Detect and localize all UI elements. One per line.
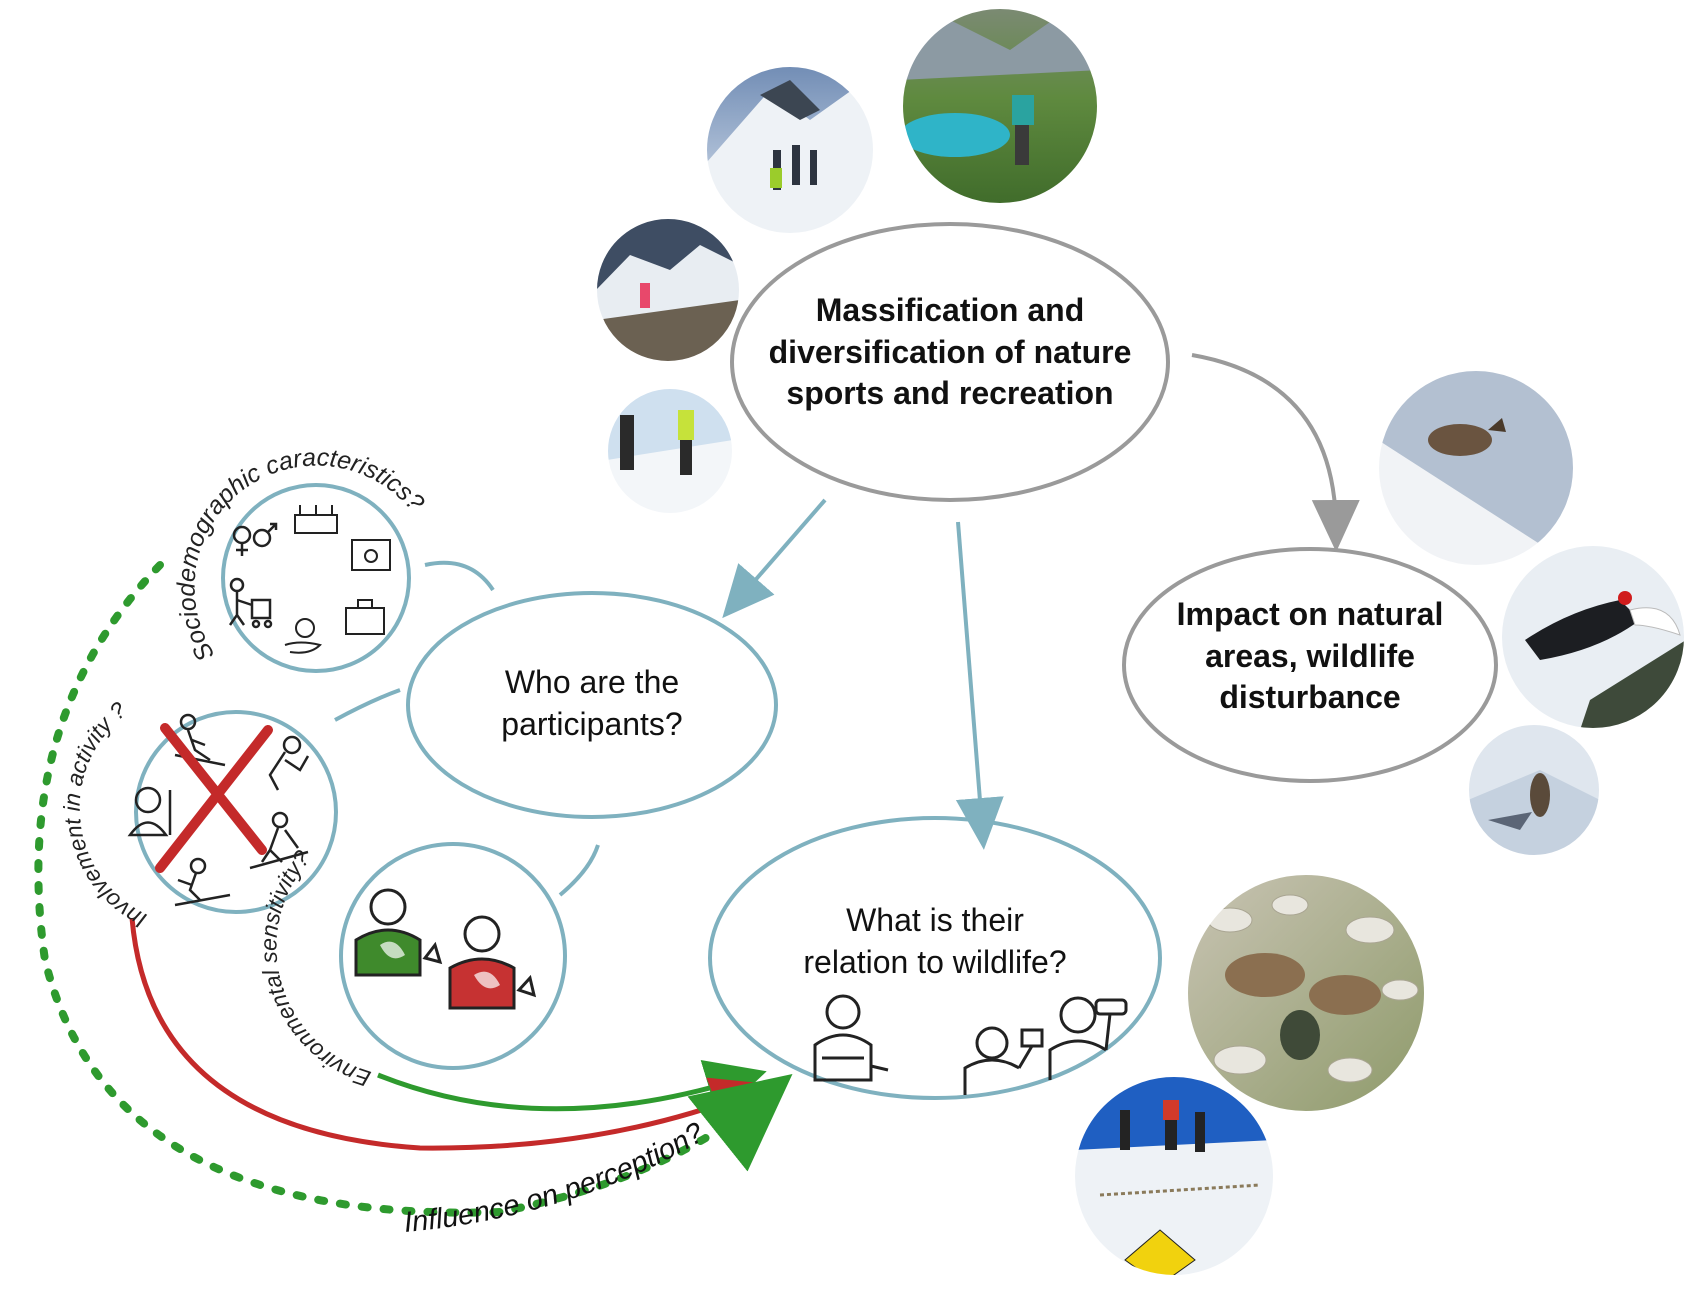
impact-label: Impact on natural areas, wildlife distur… [1150,594,1470,719]
participants-label: Who are the participants? [452,662,732,745]
arrow-massification-to-impact [1191,353,1360,552]
red-solid-arrow [129,917,774,1151]
arrow-massification-to-participants [722,498,827,619]
participants-ellipse [406,591,778,819]
birthday-cake-icon [294,505,338,534]
hiking-icon [249,811,309,870]
ski-tourers-sign-photo [1074,1076,1274,1276]
briefcase-icon [345,599,385,635]
ski-mountaineer-icon [127,786,172,837]
impact-line-3: disturbance [1219,679,1401,716]
downhill-skiing-icon [174,857,231,907]
chamois-snow-photo [1468,724,1600,856]
connector-environmental [558,844,600,897]
impact-ellipse [1122,547,1498,783]
red-cross-mark [155,723,273,873]
relation-line-2: relation to wildlife? [803,943,1067,980]
trail-running-photo [596,218,740,362]
red-person-icon [448,915,537,1010]
money-hand-icon [284,618,322,654]
snowshoeing-photo [607,388,733,514]
green-dotted-arrow [34,561,793,1217]
chamois-running-photo [1378,370,1574,566]
massification-line-3: sports and recreation [786,375,1114,412]
massification-ellipse [730,222,1170,502]
green-person-icon [354,888,443,977]
binoculars-person-icon [1048,996,1128,1080]
ski-touring-photo [706,66,874,234]
connector-sociodemographic [424,560,495,592]
participants-line-2: participants? [501,705,683,742]
impact-line-2: areas, wildlife [1205,637,1415,674]
impact-line-1: Impact on natural [1176,596,1444,632]
gender-icon [232,522,278,556]
relation-label: What is their relation to wildlife? [775,900,1095,983]
climbing-icon [268,735,310,791]
connector-involvement [334,688,401,722]
ibex-photographer-photo [1187,874,1425,1112]
parent-stroller-icon [228,577,273,629]
hiking-lake-photo [902,8,1098,204]
relation-ellipse [708,816,1162,1100]
relation-line-1: What is their [846,902,1024,938]
photographer-icon [963,1026,1044,1095]
massification-line-1: Massification and [815,292,1085,328]
diploma-icon [351,539,391,571]
massification-label: Massification and diversification of nat… [745,290,1155,415]
indifferent-person-icon [813,994,889,1082]
participants-line-1: Who are the [504,664,680,700]
influence-label: Influence on perception? [403,1116,710,1239]
green-solid-arrow [377,1059,767,1118]
arrow-massification-to-relation [955,521,1004,850]
massification-line-2: diversification of nature [768,333,1132,370]
